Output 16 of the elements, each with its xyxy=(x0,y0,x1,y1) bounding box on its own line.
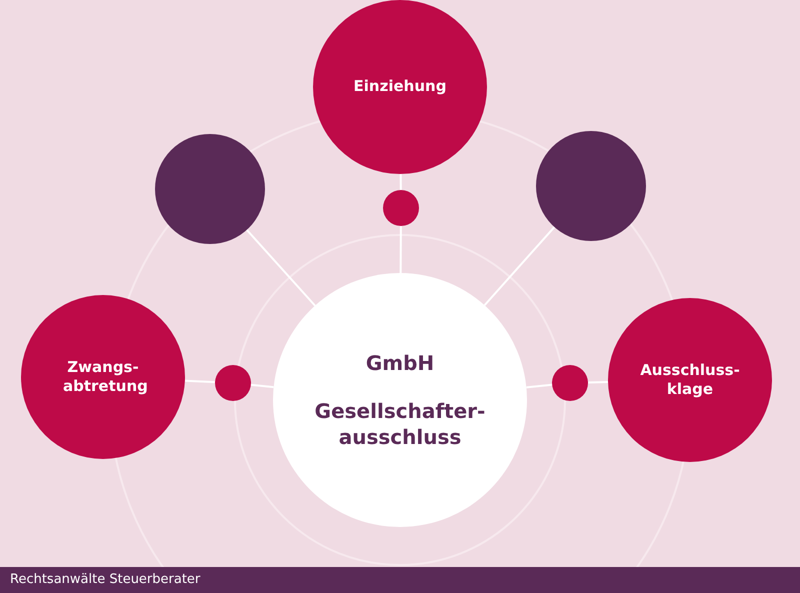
circle-node xyxy=(552,365,588,401)
connector-line xyxy=(484,226,556,306)
circle-label: Gesellschafter- ausschluss xyxy=(314,398,486,450)
circle-node xyxy=(215,365,251,401)
connector-line xyxy=(526,384,552,388)
circle-label: Einziehung xyxy=(354,77,446,97)
connector-line xyxy=(588,381,608,384)
connector-line xyxy=(184,380,216,384)
circle-node xyxy=(383,190,419,226)
footer-text: Rechtsanwälte Steuerberater xyxy=(10,572,200,587)
connector-line xyxy=(250,384,274,388)
circle-heading: GmbH xyxy=(366,350,434,376)
connector-line xyxy=(246,229,316,306)
connector-line xyxy=(400,226,402,273)
circle-label: Ausschluss- klage xyxy=(640,360,740,400)
connector-line xyxy=(400,174,402,190)
